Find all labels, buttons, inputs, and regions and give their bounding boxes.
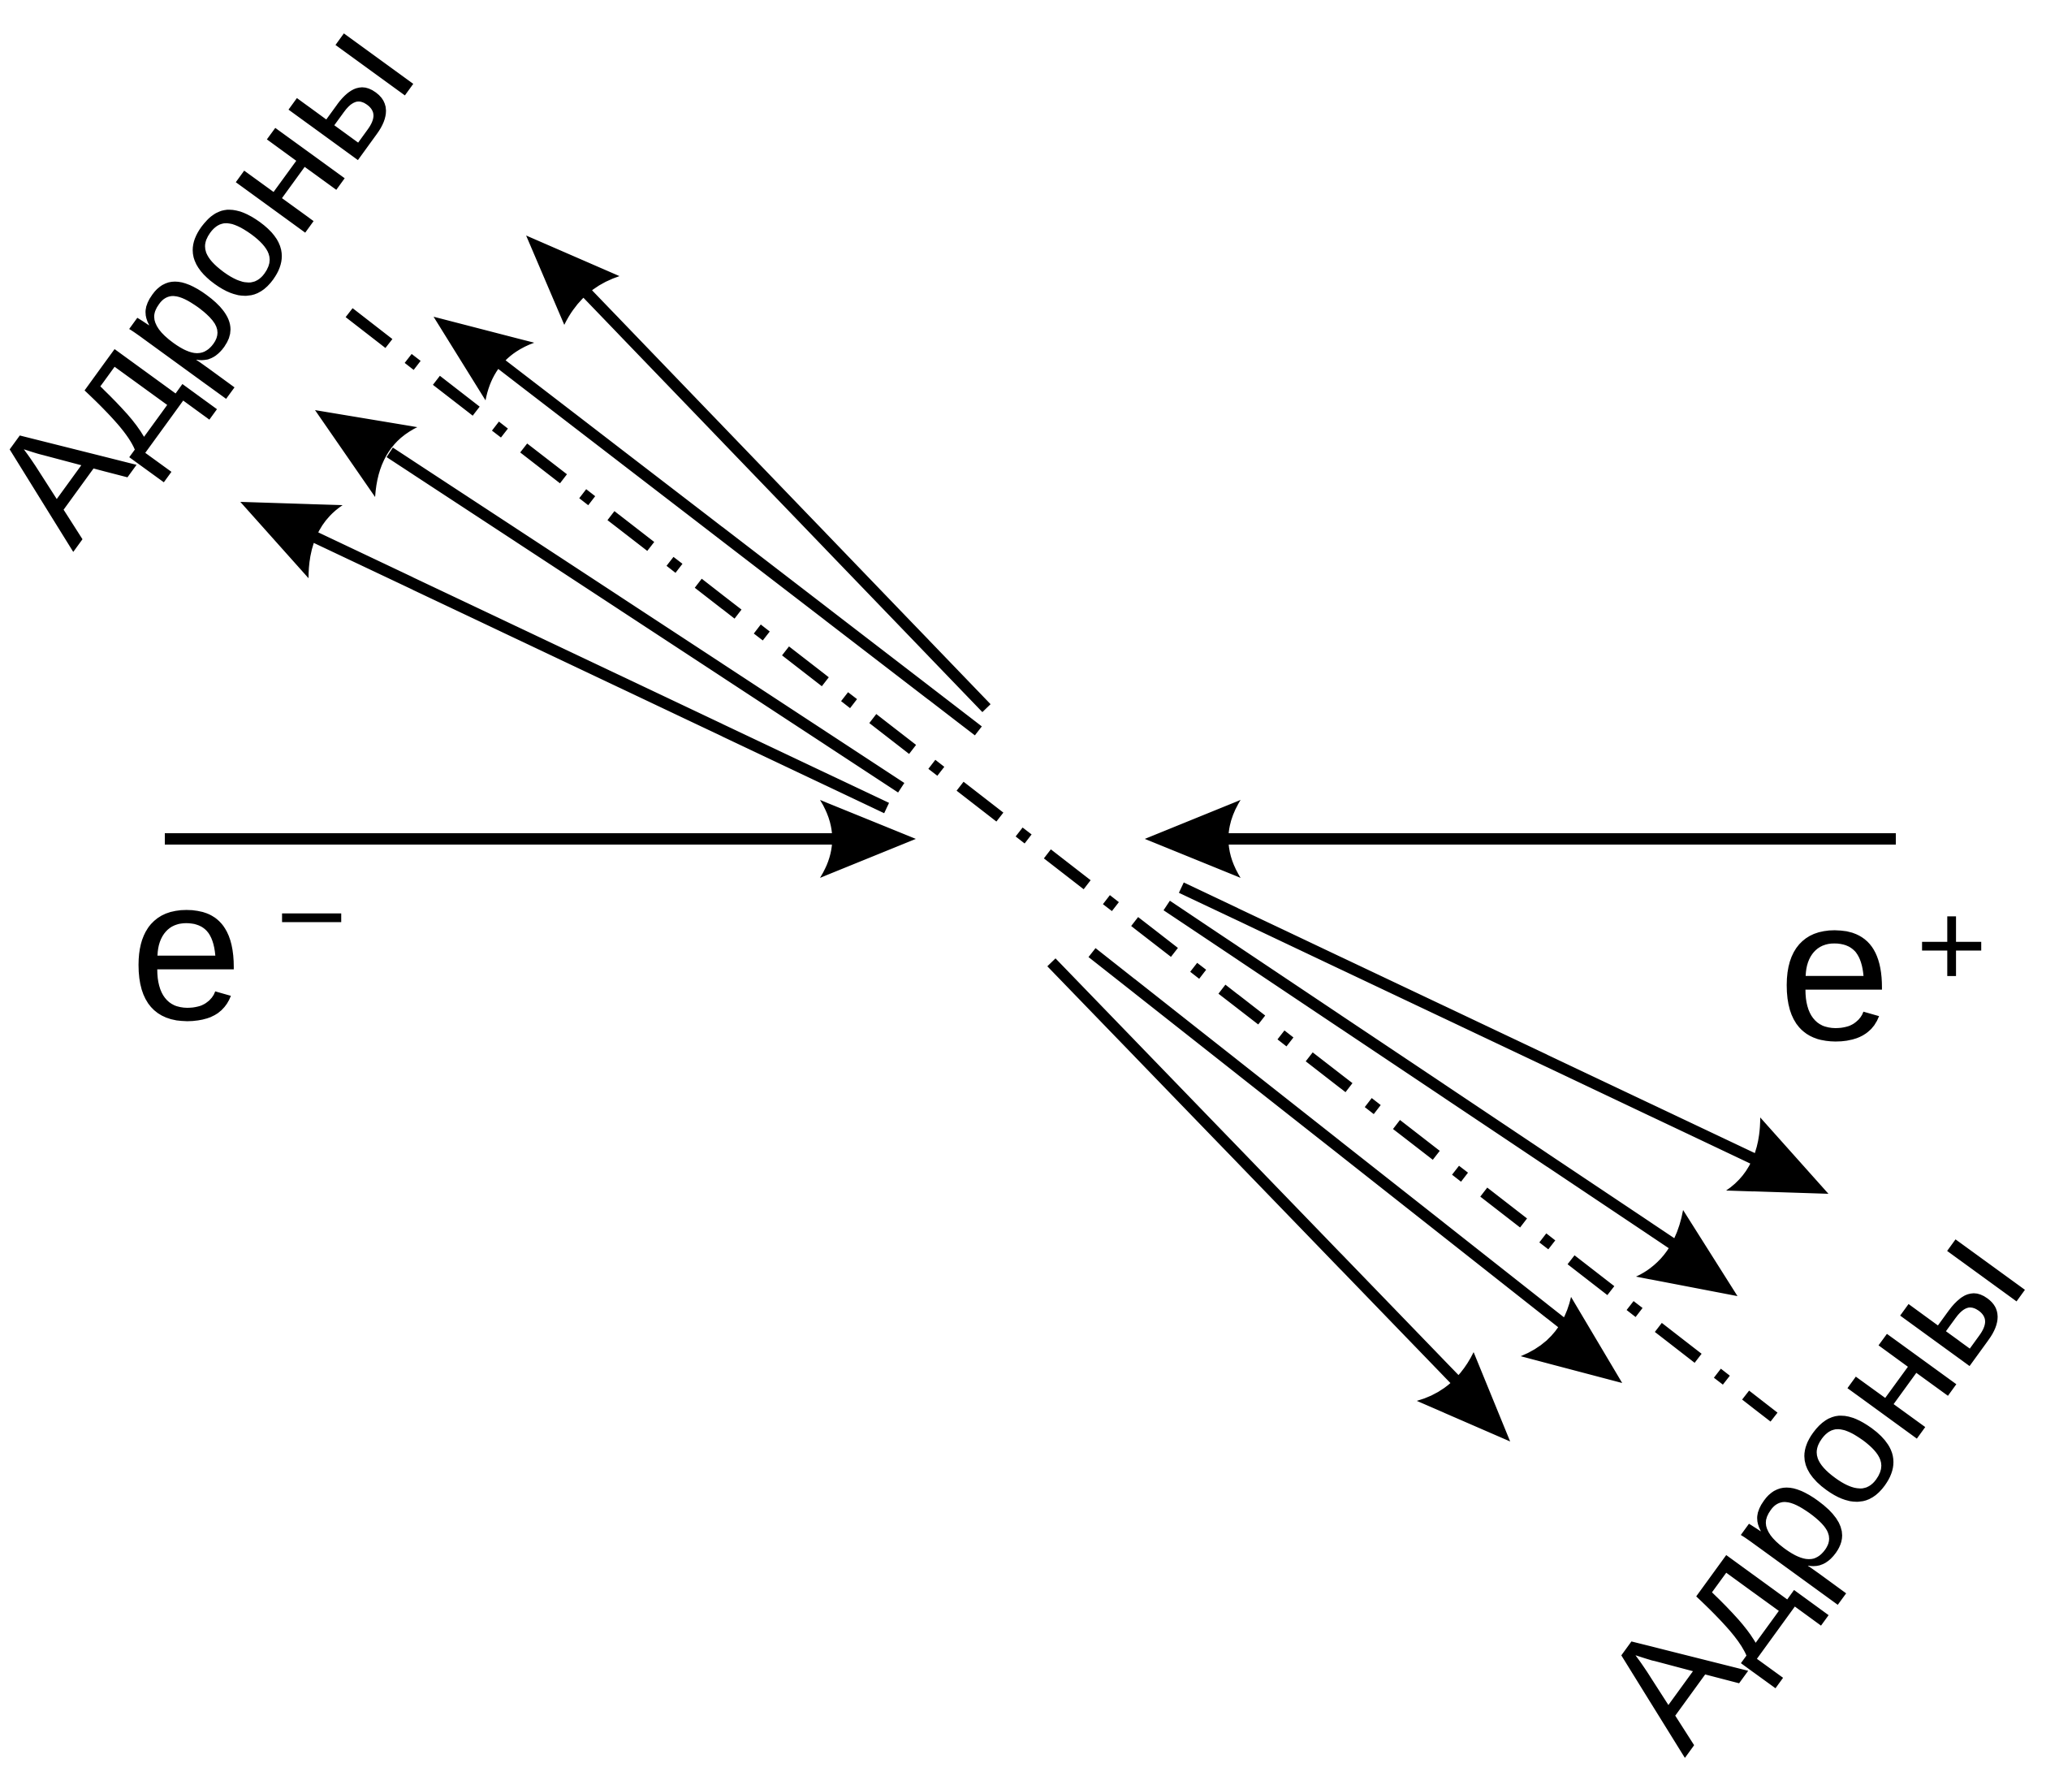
hadrons-lower-label: Адроны xyxy=(1566,1195,2060,1772)
positron-beam-arrow xyxy=(1145,800,1896,878)
jet-axis-line xyxy=(345,308,1778,1422)
upper-jet xyxy=(240,236,991,814)
upper-jet-track xyxy=(526,236,991,712)
electron-charge-label: − xyxy=(276,848,347,984)
electron-label: e xyxy=(130,836,243,1062)
hadrons-upper-label: Адроны xyxy=(0,0,448,573)
electron-beam-arrow xyxy=(165,800,916,878)
positron-label: e xyxy=(1778,856,1891,1083)
lower-jet-track xyxy=(1179,882,1828,1194)
upper-jet-track xyxy=(434,317,982,736)
positron-charge-label: + xyxy=(1916,876,1988,1013)
upper-jet-track xyxy=(240,502,889,814)
lower-jet xyxy=(1047,882,1828,1441)
lower-jet-track xyxy=(1088,948,1622,1383)
lower-jet-track xyxy=(1163,901,1737,1296)
upper-jet-track xyxy=(315,410,904,793)
lower-jet-track xyxy=(1047,958,1510,1441)
